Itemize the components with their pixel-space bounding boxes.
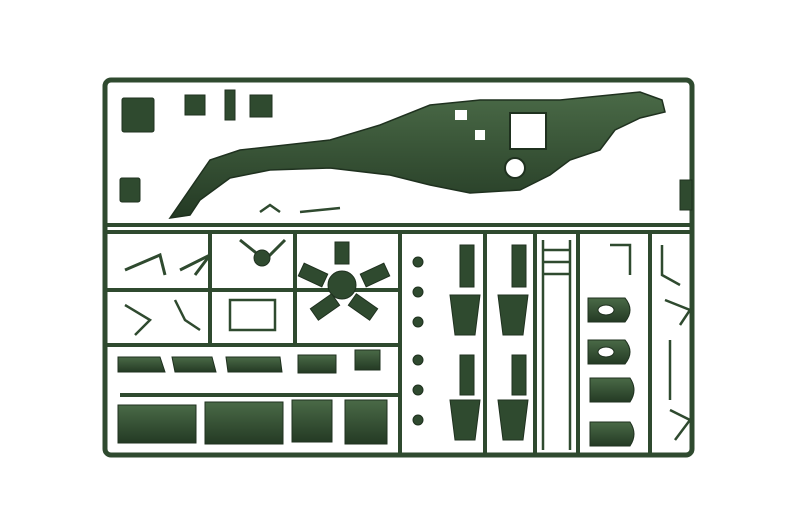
small-cutout xyxy=(475,130,485,140)
fuselage-part xyxy=(168,91,666,219)
rotor-hub xyxy=(253,241,391,321)
sprue-runners xyxy=(105,223,692,455)
small-cutout xyxy=(455,110,467,120)
round-cutout xyxy=(504,157,526,179)
ladder-parts xyxy=(541,240,572,450)
bottom-left-parts xyxy=(117,349,388,445)
linkage-parts xyxy=(124,203,341,336)
top-left-parts xyxy=(119,89,693,211)
window-cutout xyxy=(509,112,547,150)
seat-parts xyxy=(587,297,635,447)
far-right-parts xyxy=(610,243,692,441)
right-column-parts xyxy=(412,244,529,441)
